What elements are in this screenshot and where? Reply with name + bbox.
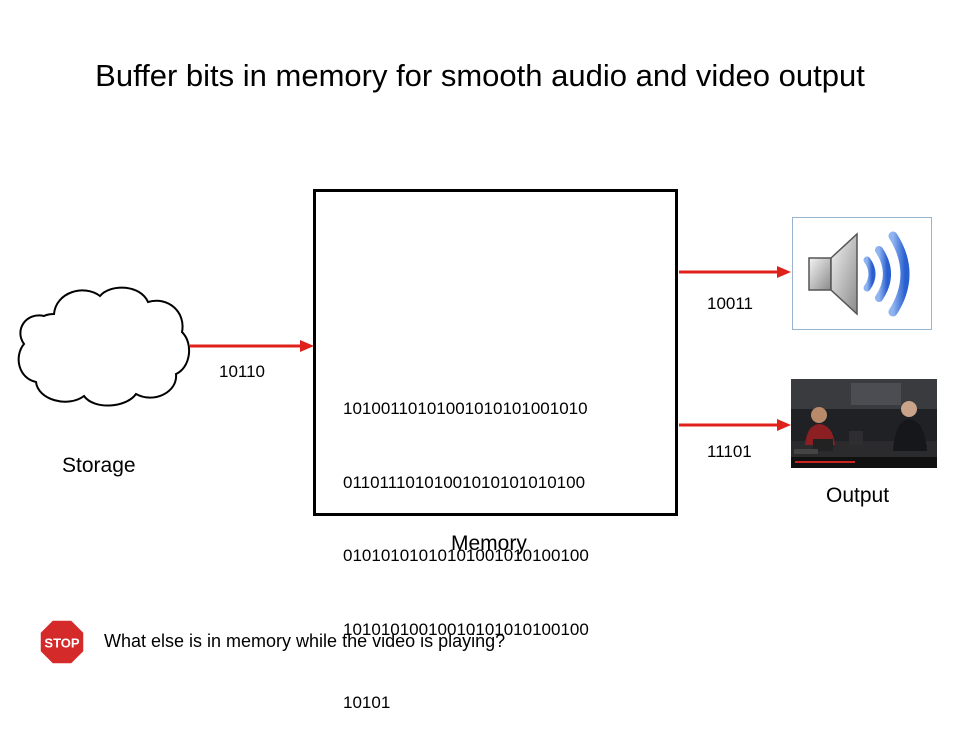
stop-sign-icon: STOP — [39, 619, 85, 665]
arrow-memory-to-audio — [679, 262, 793, 282]
arrow-storage-to-memory — [190, 337, 316, 357]
bits-line: 10101 — [343, 691, 589, 716]
bits-line: 10100110101001010101001010 — [343, 397, 589, 422]
video-transfer-bits: 11101 — [707, 442, 752, 462]
arrow-memory-to-video — [679, 415, 793, 435]
stop-question: What else is in memory while the video i… — [104, 631, 505, 652]
output-label: Output — [826, 484, 889, 508]
memory-label: Memory — [451, 532, 527, 556]
speaker-output — [792, 217, 932, 330]
storage-transfer-bits: 10110 — [219, 362, 265, 382]
page-title: Buffer bits in memory for smooth audio a… — [0, 58, 960, 94]
speaker-icon — [793, 218, 931, 329]
audio-transfer-bits: 10011 — [707, 294, 753, 314]
video-thumbnail — [791, 379, 937, 468]
bits-line: 01101110101001010101010100 — [343, 471, 589, 496]
video-scene — [791, 379, 937, 468]
storage-label: Storage — [62, 454, 136, 478]
cloud-icon — [14, 278, 192, 408]
stop-sign-text: STOP — [44, 636, 79, 651]
